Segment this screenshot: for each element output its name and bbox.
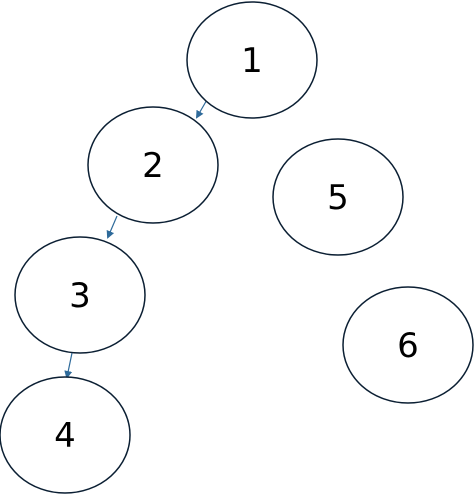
node-1-label: 1	[241, 41, 263, 81]
node-6: 6	[342, 286, 474, 404]
node-6-label: 6	[397, 326, 419, 366]
node-6-shape	[342, 286, 474, 404]
edge-3-to-4	[64, 352, 73, 379]
node-5-shape	[272, 138, 404, 256]
node-3-label: 3	[69, 276, 91, 316]
node-3-shape	[14, 236, 146, 354]
node-1-shape	[186, 1, 318, 119]
node-1: 1	[186, 1, 318, 119]
node-2: 2	[87, 106, 219, 224]
edge-2-to-3	[106, 215, 118, 239]
node-3: 3	[14, 236, 146, 354]
node-5-label: 5	[327, 178, 349, 218]
node-2-label: 2	[142, 146, 164, 186]
node-4-label: 4	[54, 416, 76, 456]
node-5: 5	[272, 138, 404, 256]
node-4-shape	[0, 376, 131, 494]
node-4: 4	[0, 376, 131, 494]
node-2-shape	[87, 106, 219, 224]
